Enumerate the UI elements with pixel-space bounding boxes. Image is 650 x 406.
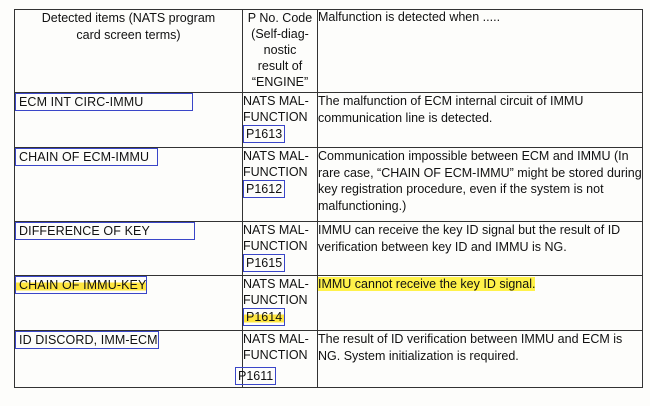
p-code-line: NATS MAL- — [243, 94, 309, 108]
detected-item-cell: CHAIN OF IMMU-KEY — [14, 275, 243, 331]
p-code: P1613 — [243, 125, 286, 143]
malfunction-description: Communication impossible between ECM and… — [317, 147, 643, 222]
p-code-line: NATS MAL- — [243, 149, 309, 163]
p-code-line: FUNCTION — [243, 110, 308, 124]
header-p-no-code-line: “ENGINE” — [251, 75, 309, 89]
nats-malfunction-table: Detected items (NATS program card screen… — [14, 9, 643, 388]
malfunction-description: The result of ID verification between IM… — [317, 330, 643, 388]
p-code-line: FUNCTION — [243, 348, 308, 362]
detected-item-cell: ID DISCORD, IMM-ECM — [14, 330, 243, 388]
malfunction-description: IMMU can receive the key ID signal but t… — [317, 221, 643, 276]
detected-item: DIFFERENCE OF KEY — [15, 222, 195, 240]
p-code-cell: NATS MAL- FUNCTION P1614 — [242, 275, 318, 331]
header-p-no-code: P No. Code (Self-diag- nostic result of … — [242, 9, 318, 93]
p-code: P1615 — [243, 254, 286, 272]
p-code-highlighted: P1614 — [243, 308, 286, 326]
detected-item: ECM INT CIRC-IMMU — [15, 93, 193, 111]
table-row: CHAIN OF ECM-IMMU NATS MAL- FUNCTION P16… — [14, 147, 643, 222]
table-header-row: Detected items (NATS program card screen… — [14, 9, 643, 93]
p-code-line: NATS MAL- — [243, 332, 309, 346]
table-row: ID DISCORD, IMM-ECM NATS MAL- FUNCTION P… — [14, 330, 643, 388]
p-code-cell: NATS MAL- FUNCTION P1611 — [235, 330, 318, 388]
malfunction-description: The malfunction of ECM internal circuit … — [317, 92, 643, 148]
header-detected-items: Detected items (NATS program card screen… — [14, 9, 243, 93]
malfunction-description-highlighted: IMMU cannot receive the key ID signal. — [318, 277, 536, 291]
p-code: P1611 — [235, 367, 277, 385]
detected-item: CHAIN OF ECM-IMMU — [15, 148, 158, 166]
p-code-cell: NATS MAL- FUNCTION P1612 — [242, 147, 318, 222]
table-row: CHAIN OF IMMU-KEY NATS MAL- FUNCTION P16… — [14, 275, 643, 331]
header-p-no-code-line: (Self-diag- — [251, 27, 309, 41]
detected-item-cell: DIFFERENCE OF KEY — [14, 221, 243, 276]
header-p-no-code-line: nostic — [263, 43, 297, 57]
p-code-line: FUNCTION — [243, 293, 308, 307]
p-code-line: NATS MAL- — [243, 223, 309, 237]
p-code: P1612 — [243, 180, 286, 198]
detected-item-cell: CHAIN OF ECM-IMMU — [14, 147, 243, 222]
p-code-cell: NATS MAL- FUNCTION P1613 — [242, 92, 318, 148]
detected-item: ID DISCORD, IMM-ECM — [15, 331, 159, 349]
header-p-no-code-line: P No. Code — [247, 11, 313, 25]
header-malfunction: Malfunction is detected when ..... — [317, 9, 643, 93]
p-code-line: FUNCTION — [243, 239, 308, 253]
p-code-line: FUNCTION — [243, 165, 308, 179]
header-detected-items-text: Detected items (NATS program card screen… — [41, 11, 216, 42]
table-row: DIFFERENCE OF KEY NATS MAL- FUNCTION P16… — [14, 221, 643, 276]
p-code-cell: NATS MAL- FUNCTION P1615 — [242, 221, 318, 276]
table-row: ECM INT CIRC-IMMU NATS MAL- FUNCTION P16… — [14, 92, 643, 148]
detected-item-cell: ECM INT CIRC-IMMU — [14, 92, 243, 148]
malfunction-description-cell: IMMU cannot receive the key ID signal. — [317, 275, 643, 331]
p-code-line: NATS MAL- — [243, 277, 309, 291]
header-p-no-code-line: result of — [257, 59, 303, 73]
detected-item-highlighted: CHAIN OF IMMU-KEY — [15, 276, 147, 294]
